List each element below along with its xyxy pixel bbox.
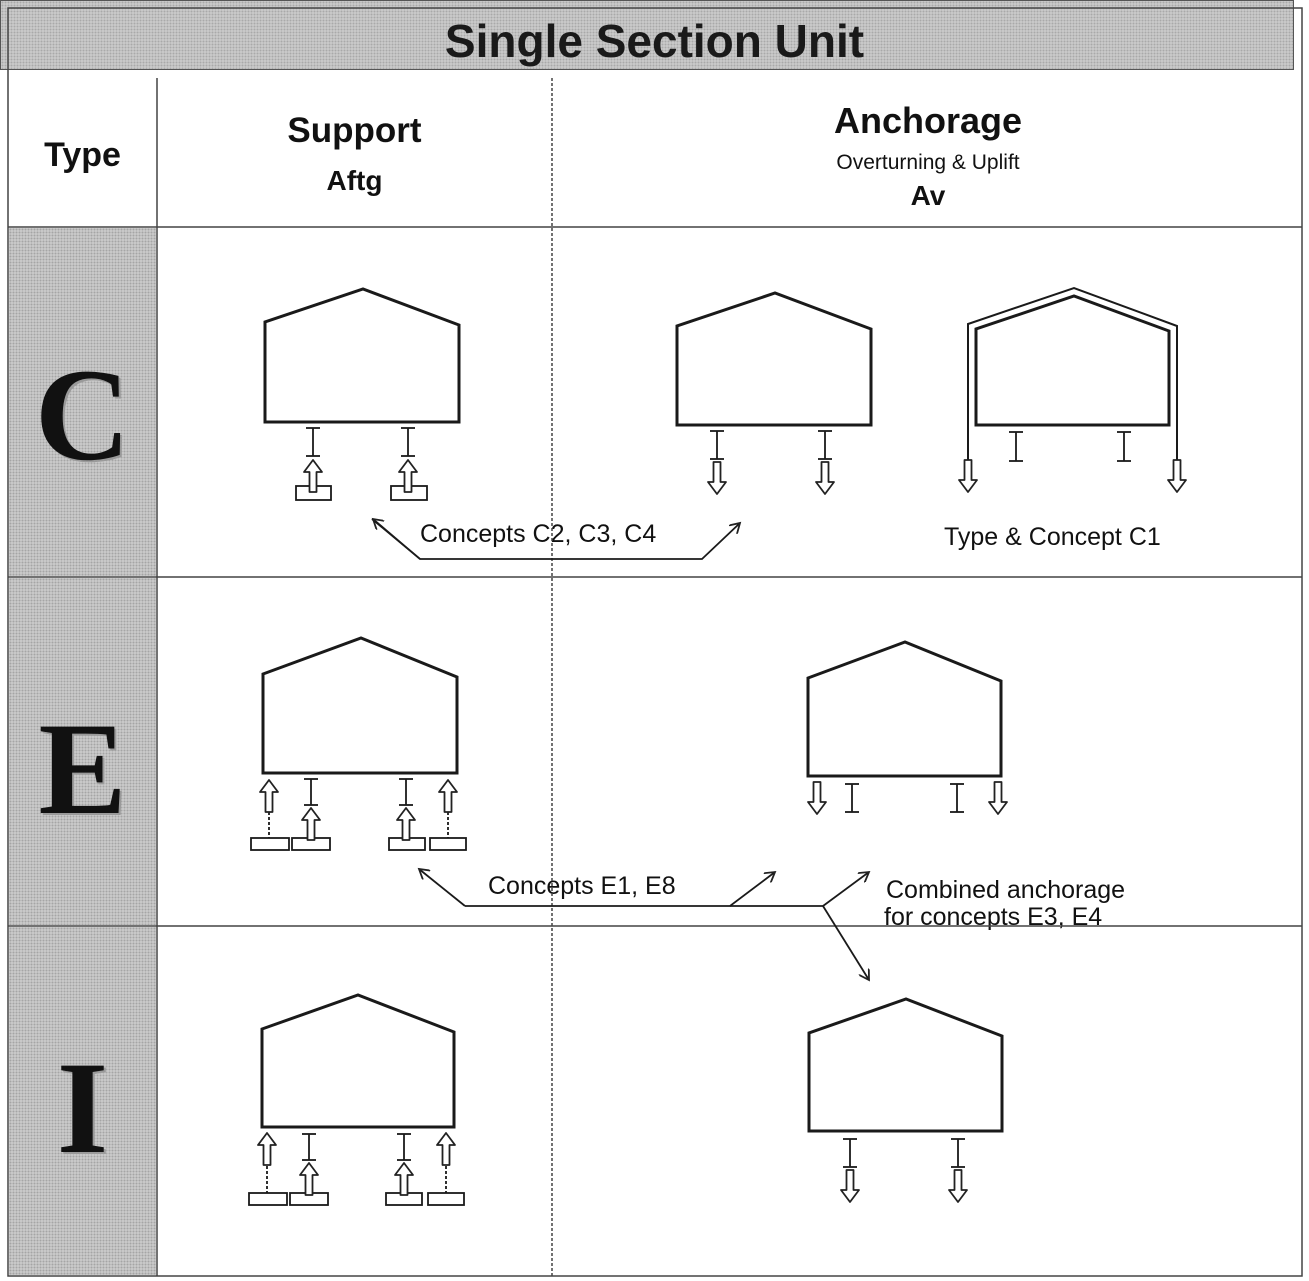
row-e-anchorage-diagram	[806, 640, 1008, 815]
house-i-anchorage	[807, 997, 1004, 1133]
diagram-stroke-102	[248, 1192, 288, 1206]
uplift-arrow-i-in-1	[299, 1162, 319, 1196]
header-support: Support	[287, 111, 422, 150]
uplift-arrow-i-in-2	[394, 1162, 414, 1196]
table-grid	[7, 7, 1303, 1277]
header-anchorage-subtitle: Overturning & Uplift	[836, 151, 1020, 174]
diagram-stroke-103	[427, 1192, 465, 1206]
house-c-anchorage	[675, 291, 873, 427]
diagram-stroke-52	[371, 518, 740, 560]
diagram-title: Single Section Unit	[444, 15, 865, 67]
diagram-stroke-86	[465, 872, 775, 907]
header-anchorage: Anchorage	[833, 100, 1023, 141]
diagram-stroke-89	[822, 872, 869, 907]
house-e-support	[261, 636, 459, 775]
diagram-stroke-75	[845, 783, 964, 813]
type-letter-e: E	[38, 695, 127, 842]
strap-c1	[967, 286, 1178, 460]
type-letter-i: I	[56, 1034, 109, 1181]
anchor-arrow-c1-1	[958, 459, 978, 493]
type-cell-i: I	[9, 927, 156, 1275]
uplift-arrow-i-out-1	[257, 1132, 277, 1166]
header-anchorage-symbol: Av	[910, 180, 946, 211]
row-c-support-diagram	[263, 287, 461, 501]
anchor-arrow-e-2	[988, 781, 1008, 815]
diagram-stroke-56	[250, 778, 467, 851]
anchor-arrow-e-1	[807, 781, 827, 815]
type-letter-c: C	[34, 341, 131, 488]
row-i-support-diagram	[248, 993, 465, 1206]
anchor-arrow-i-1	[840, 1169, 860, 1203]
anchor-arrow-c1-2	[1167, 459, 1187, 493]
row-c-anchorage-diagram	[675, 291, 873, 495]
combined-connector	[730, 872, 869, 980]
diagram-stroke-90	[822, 905, 869, 980]
anchor-arrow-c-1	[707, 461, 727, 495]
label-e-concepts: Concepts E1, E8	[488, 872, 676, 900]
uplift-arrow-e-in-2	[396, 807, 416, 841]
type-cell-e: E	[9, 578, 156, 925]
uplift-arrow-e-out-1	[259, 779, 279, 813]
header-type: Type	[44, 136, 121, 174]
house-c-support	[263, 287, 461, 424]
row-e-support-diagram	[250, 636, 467, 851]
uplift-arrow-i-out-2	[436, 1132, 456, 1166]
diagram-stroke-66	[429, 837, 467, 851]
diagram-stroke-93	[248, 1133, 465, 1206]
uplift-arrow-e-in-1	[301, 807, 321, 841]
label-combined-line1: Combined anchorage	[886, 876, 1126, 904]
table-outline	[7, 7, 1303, 1277]
type-cell-c: C	[9, 228, 156, 576]
diagram-stroke-42	[1009, 431, 1131, 462]
header-support-symbol: Aftg	[326, 165, 383, 196]
row-c-type-c1-diagram	[958, 286, 1187, 493]
diagram-stroke-85	[419, 869, 466, 907]
pier-c-2	[390, 427, 428, 501]
house-e-anchorage	[806, 640, 1003, 778]
label-c-concepts: Concepts C2, C3, C4	[420, 520, 657, 548]
diagram-stroke-53	[373, 519, 421, 560]
c-concepts-connector	[371, 518, 740, 560]
house-c1-inner	[974, 294, 1171, 427]
label-c-type-concept: Type & Concept C1	[944, 523, 1161, 551]
e-concepts-connector	[419, 869, 775, 907]
house-i-support	[260, 993, 456, 1129]
diagram-stroke-30	[710, 430, 832, 460]
diagram-stroke-65	[250, 837, 290, 851]
uplift-arrow-e-out-2	[438, 779, 458, 813]
anchor-arrow-c-2	[815, 461, 835, 495]
diagram-stroke-112	[843, 1138, 965, 1168]
diagram-title-bar: Single Section Unit	[0, 0, 1294, 70]
row-i-anchorage-diagram	[807, 997, 1004, 1203]
anchor-arrow-i-2	[948, 1169, 968, 1203]
